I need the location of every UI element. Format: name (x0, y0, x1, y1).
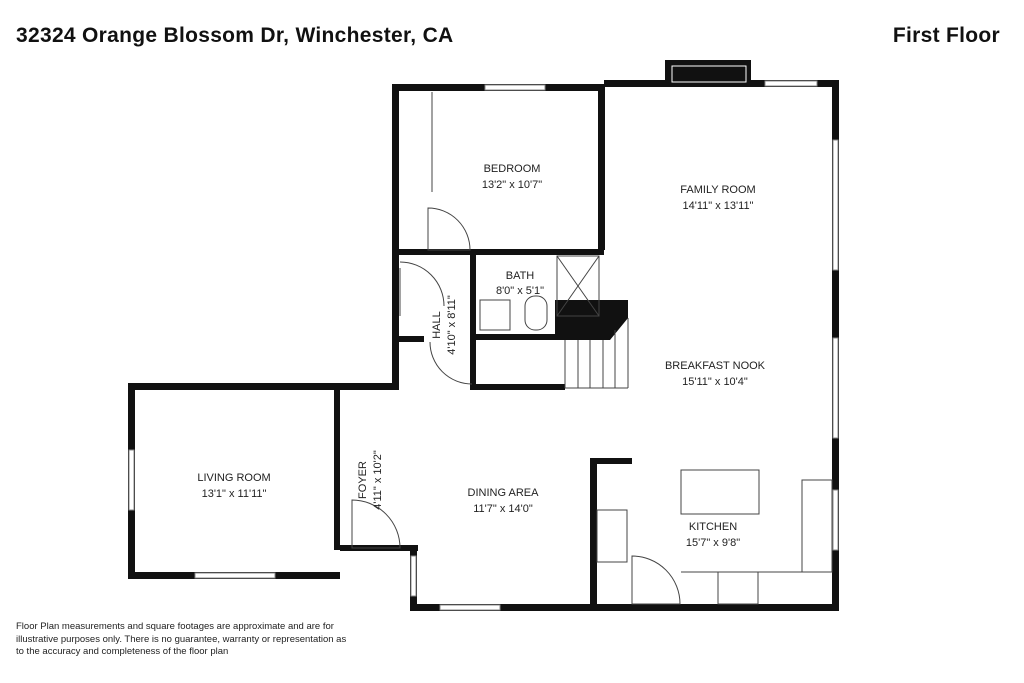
room-dims: 13'2" x 10'7" (482, 179, 542, 191)
wall (470, 250, 476, 390)
room-name: BATH (506, 270, 535, 282)
room-name: HALL (431, 311, 443, 339)
room-dims: 4'10" x 8'11" (446, 295, 458, 355)
room-labels: BEDROOM 13'2" x 10'7" FAMILY ROOM 14'11"… (197, 163, 765, 549)
room-dims: 15'11" x 10'4" (682, 376, 748, 388)
stairs (564, 318, 629, 389)
floor-label: First Floor (892, 24, 1000, 47)
door-swing (399, 261, 445, 307)
fireplace (665, 60, 751, 84)
counter (801, 479, 833, 573)
room-name: FOYER (357, 461, 369, 499)
wall (598, 84, 605, 250)
room-name: BREAKFAST NOOK (665, 360, 766, 372)
door-swing (427, 207, 471, 251)
room-dims: 15'7" x 9'8" (686, 537, 740, 549)
room-name: DINING AREA (468, 487, 540, 499)
wall (392, 249, 604, 255)
counter (596, 509, 628, 563)
room-dims: 13'1" x 11'11" (202, 488, 267, 500)
room-name: BEDROOM (484, 163, 541, 175)
window (832, 139, 839, 271)
wall (470, 384, 565, 390)
wall (555, 300, 628, 340)
window (439, 604, 501, 611)
room-name: FAMILY ROOM (680, 184, 755, 196)
room-dims: 4'11" x 10'2" (372, 450, 384, 510)
windows (128, 80, 839, 611)
room-name: KITCHEN (689, 521, 737, 533)
kitchen-island (680, 469, 760, 515)
property-address: 32324 Orange Blossom Dr, Winchester, CA (16, 24, 454, 47)
room-dims: 14'11" x 13'11" (683, 200, 754, 212)
disclaimer: Floor Plan measurements and square foota… (16, 621, 347, 657)
window (764, 80, 818, 87)
window (484, 84, 546, 91)
fireplace-hatch (671, 65, 747, 83)
wall (590, 458, 597, 608)
wall (410, 604, 839, 611)
room-name: LIVING ROOM (197, 472, 270, 484)
window (832, 337, 839, 439)
fixtures (351, 65, 833, 605)
stove (717, 571, 759, 605)
wall (392, 336, 424, 342)
door-swing (631, 555, 681, 605)
sink (479, 299, 511, 331)
toilet (524, 295, 548, 331)
wall (392, 84, 399, 390)
door-swing (351, 499, 401, 549)
door-swing (429, 341, 473, 385)
window (410, 555, 417, 597)
room-dims: 8'0" x 5'1" (496, 285, 544, 297)
shower (556, 255, 600, 317)
window (128, 449, 135, 511)
wall (334, 390, 340, 550)
window (832, 489, 839, 551)
wall (590, 458, 632, 464)
window (194, 572, 276, 579)
room-dims: 11'7" x 14'0" (473, 503, 533, 515)
wall (470, 334, 560, 340)
wall (128, 383, 398, 390)
